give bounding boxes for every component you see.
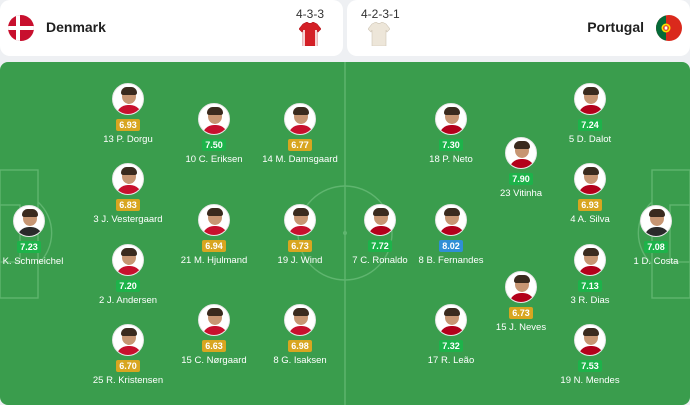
player-name: 7 C. Ronaldo: [352, 255, 408, 266]
player-rating: 6.98: [288, 340, 312, 352]
player-name: 5 D. Dalot: [568, 134, 612, 145]
home-kit-icon: [298, 21, 322, 47]
player-name: 8 G. Isaksen: [273, 355, 327, 366]
player-rating: 7.30: [439, 139, 463, 151]
player-name: 1 D. Costa: [633, 256, 679, 267]
player-card[interactable]: 6.93 13 P. Dorgu: [73, 83, 183, 145]
player-card[interactable]: 7.24 5 D. Dalot: [535, 83, 645, 145]
player-card[interactable]: 6.77 14 M. Damsgaard: [245, 103, 355, 165]
player-name: 13 P. Dorgu: [103, 134, 153, 145]
player-rating: 7.50: [202, 139, 226, 151]
player-avatar: [364, 204, 396, 236]
player-avatar: [112, 163, 144, 195]
player-avatar: [574, 163, 606, 195]
player-card[interactable]: 7.72 7 C. Ronaldo: [325, 204, 435, 266]
player-card[interactable]: 7.30 18 P. Neto: [396, 103, 506, 165]
player-rating: 6.77: [288, 139, 312, 151]
denmark-flag-icon: [8, 15, 34, 41]
player-rating: 7.08: [644, 241, 668, 253]
player-name: 2 J. Andersen: [98, 295, 158, 306]
portugal-flag-icon: [656, 15, 682, 41]
player-avatar: [640, 205, 672, 237]
away-kit-icon: [367, 21, 391, 47]
player-card[interactable]: 6.93 4 A. Silva: [535, 163, 645, 225]
player-rating: 7.24: [578, 119, 602, 131]
player-avatar: [198, 304, 230, 336]
player-name: 10 C. Eriksen: [185, 154, 243, 165]
player-avatar: [435, 204, 467, 236]
player-rating: 6.73: [509, 307, 533, 319]
player-avatar: [435, 304, 467, 336]
player-card[interactable]: 6.63 15 C. Nørgaard: [159, 304, 269, 366]
player-avatar: [284, 304, 316, 336]
player-card[interactable]: 7.13 3 R. Dias: [535, 244, 645, 306]
player-name: 25 R. Kristensen: [92, 375, 164, 386]
player-card[interactable]: 7.50 10 C. Eriksen: [159, 103, 269, 165]
player-avatar: [284, 103, 316, 135]
home-formation: 4-3-3: [296, 7, 325, 21]
player-name: 17 R. Leão: [427, 355, 475, 366]
player-card[interactable]: 7.32 17 R. Leão: [396, 304, 506, 366]
player-avatar: [284, 204, 316, 236]
player-rating: 7.90: [509, 173, 533, 185]
player-rating: 6.93: [578, 199, 602, 211]
player-card[interactable]: 6.73 19 J. Wind: [245, 204, 355, 266]
player-avatar: [112, 244, 144, 276]
player-name: 3 J. Vestergaard: [93, 214, 163, 225]
away-team-header: 4-2-3-1 Portugal: [347, 0, 690, 56]
player-rating: 6.73: [288, 240, 312, 252]
away-formation: 4-2-3-1: [361, 7, 400, 21]
player-name: 23 Vitinha: [499, 188, 543, 199]
player-name: 19 J. Wind: [277, 255, 323, 266]
player-avatar: [574, 83, 606, 115]
player-avatar: [435, 103, 467, 135]
player-name: 3 R. Dias: [570, 295, 610, 306]
player-card[interactable]: 6.73 15 J. Neves: [466, 271, 576, 333]
player-card[interactable]: 7.20 2 J. Andersen: [73, 244, 183, 306]
player-rating: 6.63: [202, 340, 226, 352]
player-card[interactable]: 8.02 8 B. Fernandes: [396, 204, 506, 266]
player-rating: 7.72: [368, 240, 392, 252]
player-card[interactable]: 6.98 8 G. Isaksen: [245, 304, 355, 366]
home-team-header: Denmark 4-3-3: [0, 0, 343, 56]
player-name: 15 C. Nørgaard: [181, 355, 247, 366]
player-rating: 6.93: [116, 119, 140, 131]
player-name: 1 K. Schmeichel: [0, 256, 64, 267]
player-name: 19 N. Mendes: [560, 375, 620, 386]
player-avatar: [13, 205, 45, 237]
player-card[interactable]: 7.23 1 K. Schmeichel: [0, 205, 84, 267]
player-name: 15 J. Neves: [495, 322, 547, 333]
player-avatar: [198, 103, 230, 135]
away-team-name[interactable]: Portugal: [587, 19, 644, 35]
player-rating: 7.23: [17, 241, 41, 253]
player-rating: 6.94: [202, 240, 226, 252]
player-rating: 7.20: [116, 280, 140, 292]
player-rating: 7.32: [439, 340, 463, 352]
pitch: 7.23 1 K. Schmeichel 6.93 13 P. Dorgu 6.83 3 …: [0, 62, 690, 405]
player-avatar: [112, 324, 144, 356]
player-rating: 6.83: [116, 199, 140, 211]
player-rating: 7.13: [578, 280, 602, 292]
home-team-name[interactable]: Denmark: [46, 19, 106, 35]
player-avatar: [574, 324, 606, 356]
player-name: 21 M. Hjulmand: [180, 255, 248, 266]
player-name: 18 P. Neto: [429, 154, 473, 165]
player-card[interactable]: 7.08 1 D. Costa: [601, 205, 690, 267]
player-card[interactable]: 6.70 25 R. Kristensen: [73, 324, 183, 386]
player-avatar: [574, 244, 606, 276]
player-avatar: [505, 271, 537, 303]
player-rating: 7.53: [578, 360, 602, 372]
player-rating: 8.02: [439, 240, 463, 252]
player-avatar: [505, 137, 537, 169]
player-name: 8 B. Fernandes: [418, 255, 484, 266]
player-card[interactable]: 6.83 3 J. Vestergaard: [73, 163, 183, 225]
player-card[interactable]: 7.90 23 Vitinha: [466, 137, 576, 199]
player-avatar: [112, 83, 144, 115]
player-card[interactable]: 6.94 21 M. Hjulmand: [159, 204, 269, 266]
player-avatar: [198, 204, 230, 236]
player-name: 14 M. Damsgaard: [262, 154, 338, 165]
player-rating: 6.70: [116, 360, 140, 372]
player-name: 4 A. Silva: [570, 214, 610, 225]
player-card[interactable]: 7.53 19 N. Mendes: [535, 324, 645, 386]
